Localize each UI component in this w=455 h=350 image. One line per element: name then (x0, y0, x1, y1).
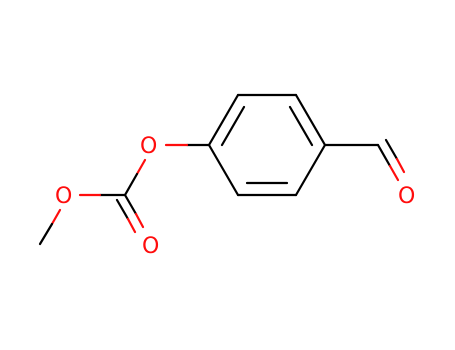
aldehyde-co-bond-1 (376, 143, 392, 168)
aldehyde-co-bond-1-red (388, 164, 400, 182)
carbonyl-bond-2 (115, 198, 130, 221)
ring-bond-right-lower (294, 143, 327, 197)
carbonyl-bond-2-red (126, 217, 137, 234)
aldehyde-co-bond-2 (384, 138, 399, 161)
carbonyl-bond-1 (123, 193, 138, 216)
oxygen-to-carbon-bond (123, 172, 139, 197)
ring-inner-double-right (288, 105, 314, 147)
oxygen-to-carbon-bond-red (135, 158, 147, 176)
ring-inner-double-left (220, 105, 246, 147)
ring-bond-left-lower (207, 143, 240, 197)
methoxy-oxygen-label: O (55, 184, 72, 209)
aldehyde-co-bond-2-red (395, 157, 406, 174)
carbonyl-oxygen-label: O (142, 234, 159, 259)
methoxy-to-methyl-bond (38, 222, 54, 246)
aldehyde-oxygen-label: O (398, 184, 415, 209)
carbonyl-bond-1-red (134, 212, 145, 229)
methoxy-to-methyl-bond-red (50, 208, 62, 226)
ring-bond-right-upper (294, 93, 327, 147)
ring-bond-left-upper (207, 93, 240, 147)
aryl-oxygen-label: O (140, 134, 157, 159)
